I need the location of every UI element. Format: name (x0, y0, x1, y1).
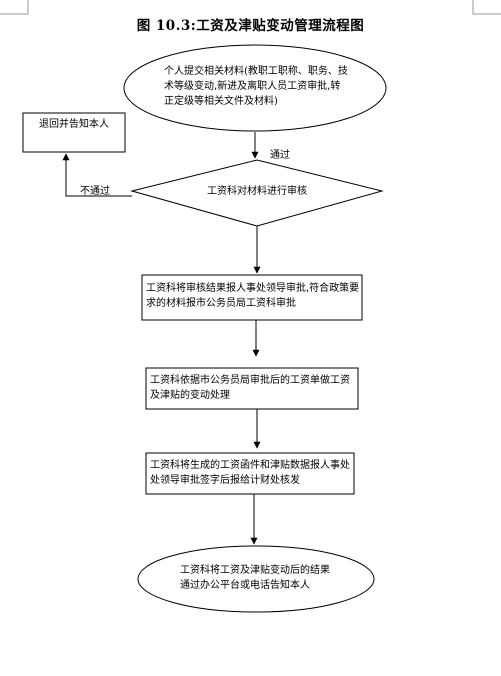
arrow-review-to-return (62, 153, 132, 197)
diagram-title: 图 10.3:工资及津贴变动管理流程图 (136, 18, 365, 34)
start-step-text: 个人提交相关材料(教职工职称、职务、技术等级变动,新进及离职人员工资审批,转正定… (164, 66, 348, 107)
return-box (22, 112, 126, 153)
pass-edge-label: 通过 (270, 150, 290, 161)
review-step-text: 工资科对材料进行审核 (207, 186, 307, 197)
start-ellipse (123, 44, 387, 132)
process-step-text: 工资科依据市公务员局审批后的工资单做工资及津贴的变动处理 (150, 375, 350, 401)
review-diamond (130, 159, 384, 227)
end-step-text: 工资科将工资及津贴变动后的结果通过办公平台或电话告知本人 (180, 565, 330, 591)
page-corner-mark-left (0, 0, 29, 15)
fail-edge-label: 不通过 (80, 186, 110, 197)
process-box (145, 367, 359, 410)
report-box (141, 274, 363, 321)
end-ellipse (137, 545, 375, 613)
page-corner-mark-right (472, 0, 501, 15)
return-step-text: 退回并告知本人 (39, 119, 109, 130)
finance-box (145, 452, 355, 495)
finance-step-text: 工资科将生成的工资函件和津贴数据报人事处处领导审批签字后报给计财处核发 (150, 460, 350, 486)
report-step-text: 工资科将审核结果报人事处领导审批,符合政策要求的材料报市公务员局工资科审批 (146, 283, 360, 309)
